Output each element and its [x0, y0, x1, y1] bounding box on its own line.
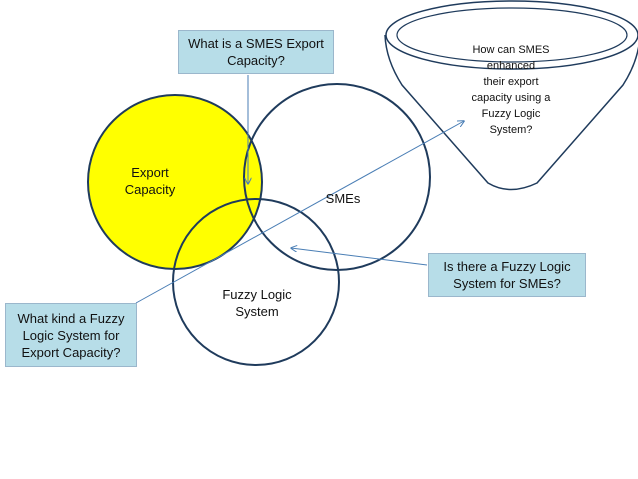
funnel-question: How can SMES enhanced their export capac… — [471, 44, 551, 136]
fuzzy-for-export-box: What kind a Fuzzy Logic System for Expor… — [5, 303, 137, 367]
export-capacity-label: Export Capacity — [124, 165, 176, 197]
smes-label: SMEs — [325, 191, 361, 206]
fuzzy-for-smes-box: Is there a Fuzzy Logic System for SMEs? — [428, 253, 586, 297]
what-is-smes-box: What is a SMES Export Capacity? — [178, 30, 334, 74]
arrow-to-fuzzy-smes — [291, 248, 428, 266]
fuzzy-logic-system-label: Fuzzy Logic System — [222, 287, 292, 319]
arrow-to-funnel — [135, 121, 464, 304]
smes-circle — [243, 83, 431, 271]
funnel-shape — [384, 0, 638, 191]
